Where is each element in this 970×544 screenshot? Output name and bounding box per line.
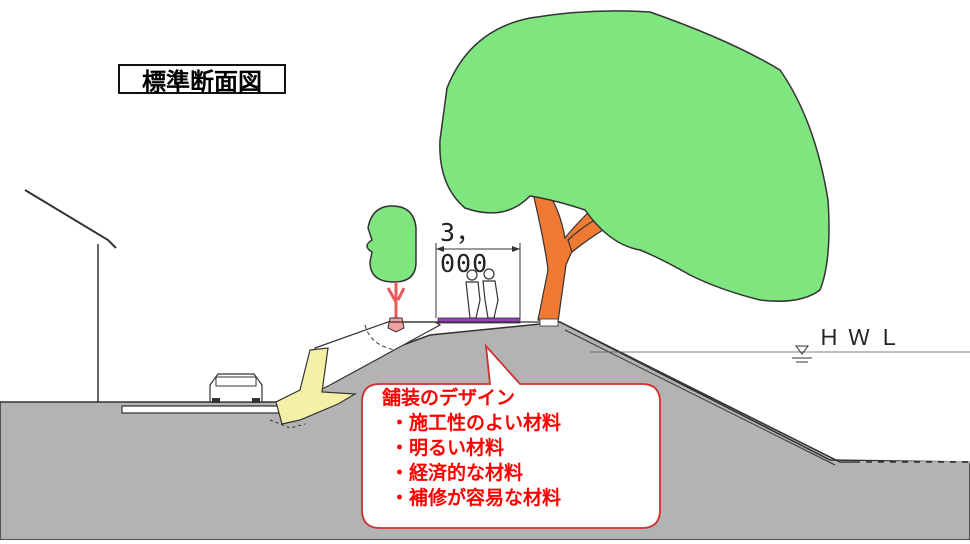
large-tree-icon — [439, 10, 830, 323]
water-level-symbol — [792, 345, 812, 363]
retaining-wall-dashed — [269, 419, 306, 429]
large-tree-foliage — [439, 10, 830, 302]
dimension-marker — [435, 243, 521, 318]
callout-item: ・補修が容易な材料 — [390, 487, 562, 509]
inner-slope-line — [564, 329, 836, 466]
callout-item: ・経済的な材料 — [390, 462, 524, 484]
water-level-label: ＨＷＬ — [818, 326, 909, 351]
crest-pavement — [437, 317, 521, 324]
house-roof — [24, 189, 117, 249]
diagram-title: 標準断面図 — [118, 64, 286, 96]
retaining-wall — [275, 347, 357, 425]
embankment-curve — [364, 324, 396, 351]
dimension-label: 3，000 — [440, 218, 489, 278]
small-tree-icon — [366, 205, 417, 333]
callout-text: 舗装のデザイン ・施工性のよい材料 ・明るい材料 ・経済的な材料 ・補修が容易な… — [382, 386, 642, 511]
road-surface — [121, 405, 286, 414]
callout-item: ・明るい材料 — [390, 437, 505, 459]
callout-item: ・施工性のよい材料 — [390, 412, 562, 434]
callout-heading: 舗装のデザイン — [382, 387, 516, 409]
callout-bubble — [361, 343, 661, 529]
crest-curb — [539, 318, 559, 327]
river-slope-line — [559, 321, 970, 463]
car-icon — [209, 373, 263, 403]
